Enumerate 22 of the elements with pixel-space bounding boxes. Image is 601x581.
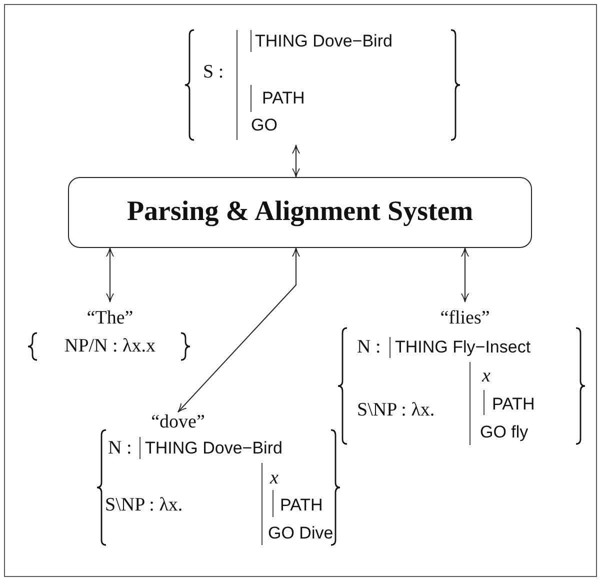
category-label: x	[482, 366, 490, 386]
semantic-label: GO	[251, 116, 278, 134]
system-title: Parsing & Alignment System	[126, 198, 474, 226]
semantic-label: PATH	[280, 496, 323, 514]
category-label: x	[270, 468, 278, 488]
semantic-label: GO fly	[480, 424, 528, 440]
category-label: “flies”	[440, 308, 490, 328]
category-label: N :	[357, 338, 381, 356]
semantic-label: THING Dove−Bird	[255, 32, 392, 50]
category-label: “dove”	[151, 412, 205, 432]
semantic-label: THING Dove−Bird	[145, 440, 282, 456]
semantic-label: THING Fly−Insect	[395, 338, 531, 356]
semantic-label: PATH	[262, 90, 305, 106]
category-label: S\NP : λx.	[105, 496, 183, 514]
process-box	[68, 177, 532, 248]
semantic-label: GO Dive	[268, 524, 334, 542]
category-label: NP/N : λx.x	[64, 336, 156, 356]
category-label: N :	[108, 438, 132, 458]
semantic-label: PATH	[492, 396, 535, 412]
category-label: “The”	[86, 308, 134, 328]
category-label: S :	[203, 62, 224, 82]
category-label: S\NP : λx.	[357, 400, 435, 420]
